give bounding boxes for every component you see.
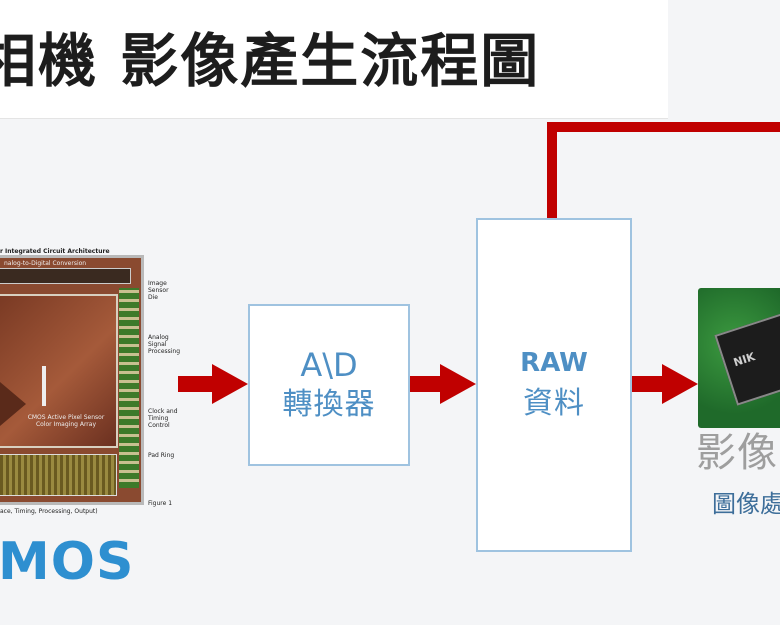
- chip-header: r Integrated Circuit Architecture: [0, 248, 110, 255]
- cmos-label: MOS: [0, 532, 135, 592]
- chip-subheader: nalog-to-Digital Conversion: [4, 260, 87, 267]
- ad-box-line2: 轉換器: [282, 387, 376, 422]
- chip-triangle: [0, 382, 26, 426]
- chip-strip: [0, 268, 131, 284]
- title-bar: 相機 影像產生流程圖: [0, 0, 668, 119]
- processor-sub-label: 圖像處: [712, 490, 780, 518]
- chip-label-clock: Clock and Timing Control: [148, 408, 178, 429]
- chip-arrow: [42, 366, 46, 406]
- arrow-chip-to-ad: [178, 364, 248, 404]
- chip-figure-label: Figure 1: [148, 500, 173, 507]
- page-title: 相機 影像產生流程圖: [0, 27, 541, 95]
- raw-box-line1: RAW: [520, 348, 588, 378]
- chip-center-text: CMOS Active Pixel Sensor Color Imaging A…: [27, 414, 105, 428]
- ad-box-line1: A\D: [300, 346, 358, 384]
- arrow-ad-to-raw: [406, 364, 476, 404]
- processor-chip: NIK: [714, 312, 780, 406]
- processor-label: 影像: [696, 430, 778, 476]
- arrow-raw-to-processor: [628, 364, 698, 404]
- raw-box-line2: 資料: [523, 386, 585, 421]
- image-processor-board: NIK: [698, 288, 780, 428]
- raw-data-box: RAW 資料: [476, 218, 632, 552]
- connector-horizontal: [547, 122, 780, 132]
- pad-ring: [0, 454, 117, 496]
- chip-label-analog: Analog Signal Processing: [148, 334, 181, 355]
- ad-converter-box: A\D 轉換器: [248, 304, 410, 466]
- chip-label-image-sensor: Image Sensor Die: [148, 280, 169, 301]
- cmos-chip-image: nalog-to-Digital Conversion CMOS Active …: [0, 255, 144, 505]
- chip-pads: [119, 288, 139, 488]
- chip-label-pad-ring: Pad Ring: [148, 452, 175, 459]
- pixel-array: CMOS Active Pixel Sensor Color Imaging A…: [0, 294, 118, 448]
- chip-footer: ace, Timing, Processing, Output): [0, 508, 98, 515]
- processor-chip-text: NIK: [731, 350, 757, 370]
- connector-vertical: [547, 122, 557, 220]
